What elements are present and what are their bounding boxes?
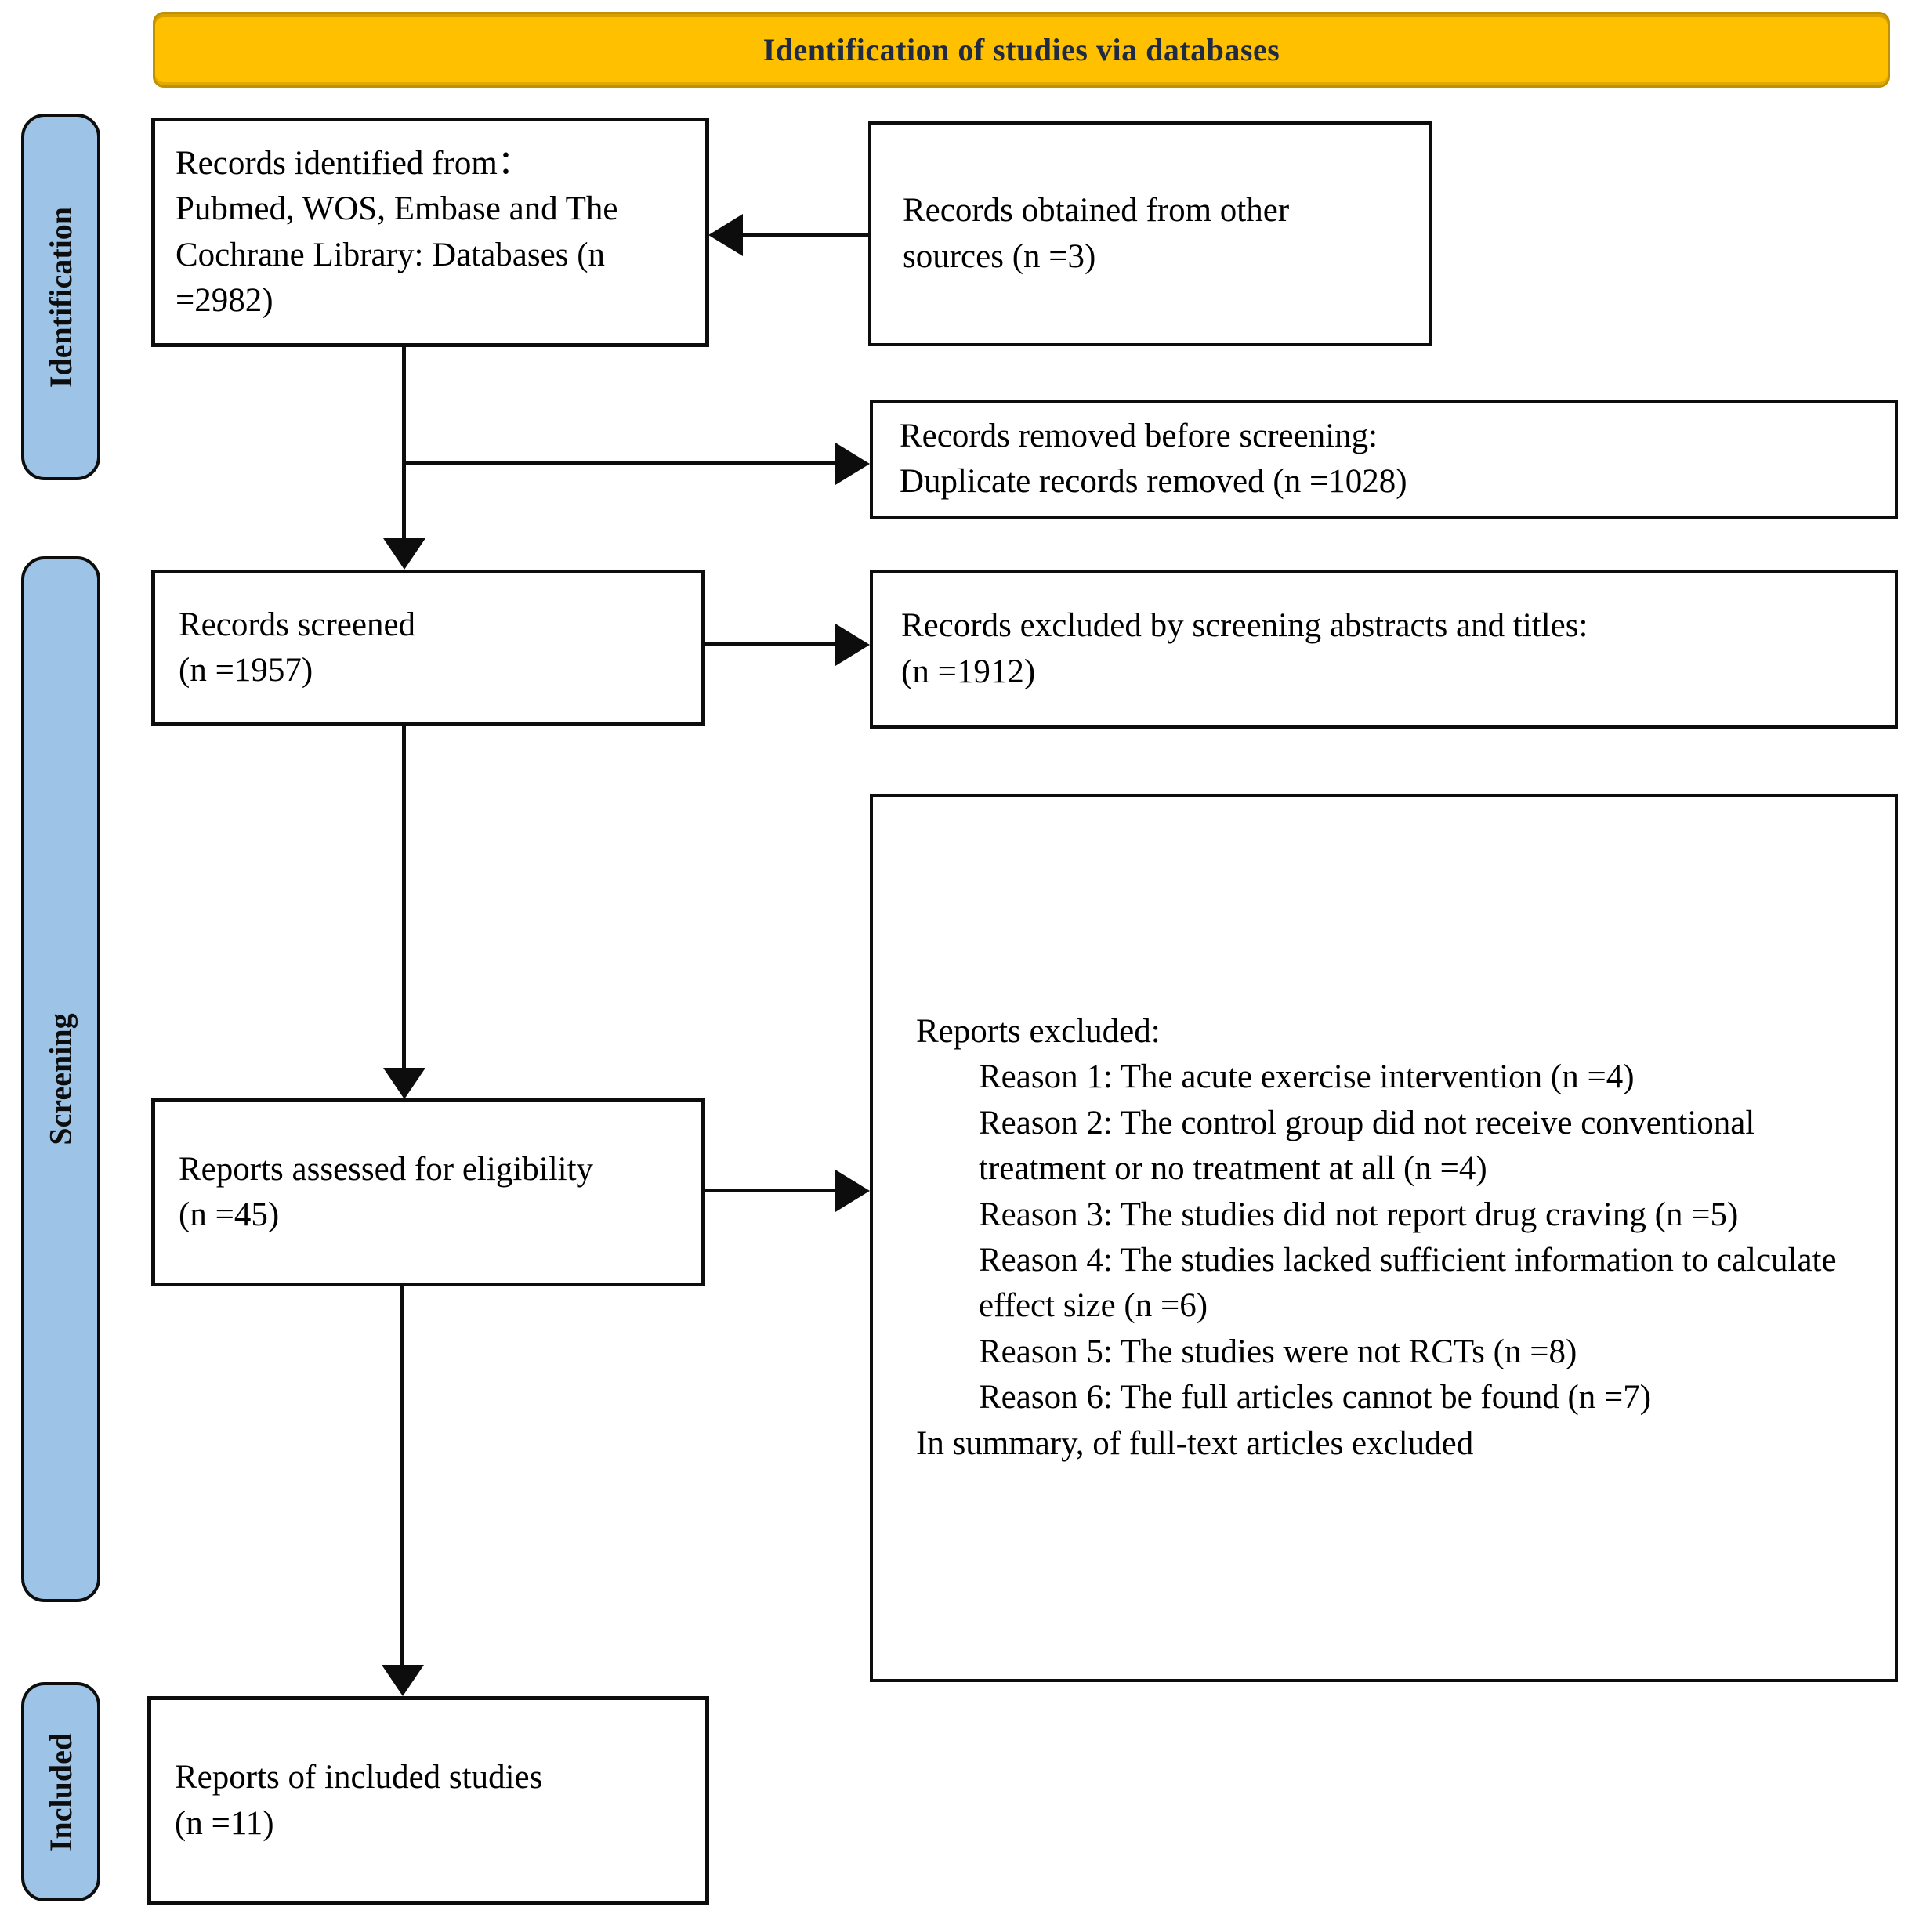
box-other-sources: Records obtained from other sources (n =…	[868, 121, 1432, 346]
box-records-removed: Records removed before screening: Duplic…	[870, 400, 1898, 519]
stage-bar-screening: Screening	[21, 556, 100, 1602]
stage-bar-identification: Identification	[21, 114, 100, 480]
reports-excluded-reason-1: Reason 1: The acute exercise interventio…	[979, 1058, 1635, 1096]
arrow-assessed-to-reports-excluded	[705, 1189, 835, 1192]
arrow-to-records-removed	[404, 461, 835, 465]
box-included-studies: Reports of included studies (n =11)	[147, 1696, 709, 1905]
reports-excluded-header: Reports excluded:	[916, 1012, 1161, 1050]
arrow-screened-to-assessed	[402, 726, 406, 1068]
reports-excluded-reason-5: Reason 5: The studies were not RCTs (n =…	[979, 1333, 1577, 1370]
stage-label-screening: Screening	[43, 1013, 78, 1145]
arrow-other-sources-to-identified	[743, 233, 869, 237]
box-records-identified-text: Records identified from： Pubmed, WOS, Em…	[176, 144, 618, 319]
box-records-removed-text: Records removed before screening: Duplic…	[900, 417, 1407, 500]
reports-excluded-reason-3: Reason 3: The studies did not report dru…	[979, 1196, 1739, 1233]
box-reports-assessed: Reports assessed for eligibility (n =45)	[151, 1098, 705, 1286]
reports-excluded-footer: In summary, of full-text articles exclud…	[916, 1424, 1474, 1462]
box-records-excluded-screening: Records excluded by screening abstracts …	[870, 570, 1898, 729]
box-included-studies-text: Reports of included studies (n =11)	[175, 1759, 543, 1842]
box-records-excluded-screening-text: Records excluded by screening abstracts …	[901, 607, 1588, 690]
title-banner-label: Identification of studies via databases	[762, 32, 1280, 67]
box-records-identified: Records identified from： Pubmed, WOS, Em…	[151, 118, 709, 347]
arrow-identified-to-screened	[402, 347, 406, 538]
reports-excluded-reason-2: Reason 2: The control group did not rece…	[979, 1104, 1755, 1188]
reports-excluded-reason-6: Reason 6: The full articles cannot be fo…	[979, 1379, 1652, 1416]
stage-bar-included: Included	[21, 1682, 100, 1901]
reports-excluded-reason-4: Reason 4: The studies lacked sufficient …	[979, 1242, 1837, 1325]
title-banner: Identification of studies via databases	[153, 12, 1890, 88]
arrow-assessed-to-included	[400, 1286, 404, 1665]
stage-label-identification: Identification	[43, 206, 78, 388]
box-other-sources-text: Records obtained from other sources (n =…	[903, 192, 1290, 275]
stage-label-included: Included	[43, 1732, 79, 1851]
arrow-screened-to-excluded	[705, 642, 835, 646]
box-records-screened-text: Records screened (n =1957)	[179, 606, 416, 689]
box-reports-excluded: Reports excluded: Reason 1: The acute ex…	[870, 794, 1898, 1682]
box-records-screened: Records screened (n =1957)	[151, 570, 705, 726]
box-reports-assessed-text: Reports assessed for eligibility (n =45)	[179, 1150, 594, 1233]
